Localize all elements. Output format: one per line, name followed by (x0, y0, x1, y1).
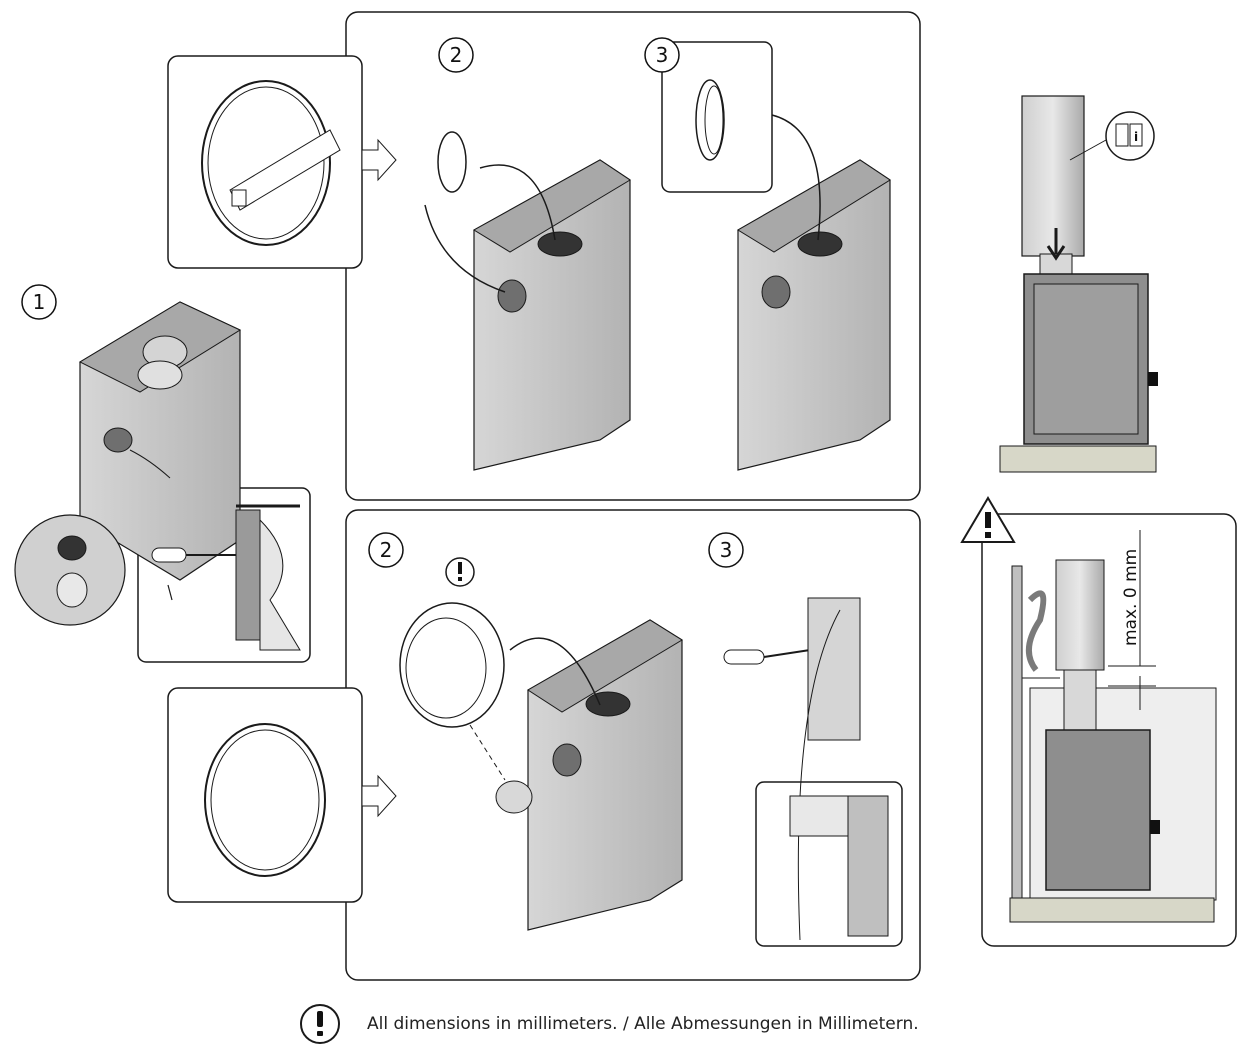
knockout-detail-circle (14, 514, 126, 626)
svg-text:2: 2 (450, 43, 463, 67)
warning-triangle-icon (960, 496, 1016, 543)
step-3-bottom-badge: 3 (708, 532, 744, 568)
dimensions-footnote: All dimensions in millimeters. / Alle Ab… (367, 1014, 919, 1034)
heater-top-right (737, 114, 891, 471)
max-distance-label: max. 0 mm (1121, 549, 1141, 646)
step-2-top-badge: 2 (438, 37, 474, 73)
screwdriver-bottom (723, 597, 889, 941)
screwdriver-icon (151, 504, 301, 651)
svg-text:3: 3 (720, 538, 733, 562)
manual-info-icon: i (1069, 111, 1155, 161)
heater-bottom (527, 619, 683, 931)
clearance-panel (981, 513, 1237, 947)
ring-detail-top-box (167, 55, 363, 269)
arrow-icon (361, 138, 397, 818)
clearance-illustration (1009, 530, 1217, 923)
svg-text:1: 1 (33, 290, 46, 314)
heater-top-left (424, 131, 631, 471)
svg-text:2: 2 (380, 538, 393, 562)
caution-exclamation-icon (445, 557, 475, 587)
heater-chimney (999, 95, 1158, 473)
step-1-badge: 1 (21, 284, 57, 320)
svg-text:3: 3 (656, 43, 669, 67)
ring-with-bracket (201, 80, 341, 246)
step-2-bottom-badge: 2 (368, 532, 404, 568)
ring-rotate (695, 79, 725, 161)
cover-ring (399, 602, 601, 814)
step-3-top-badge: 3 (644, 37, 680, 73)
footnote-caution-icon (300, 1004, 340, 1044)
svg-text:i: i (1134, 130, 1138, 144)
plain-ring (204, 723, 326, 877)
